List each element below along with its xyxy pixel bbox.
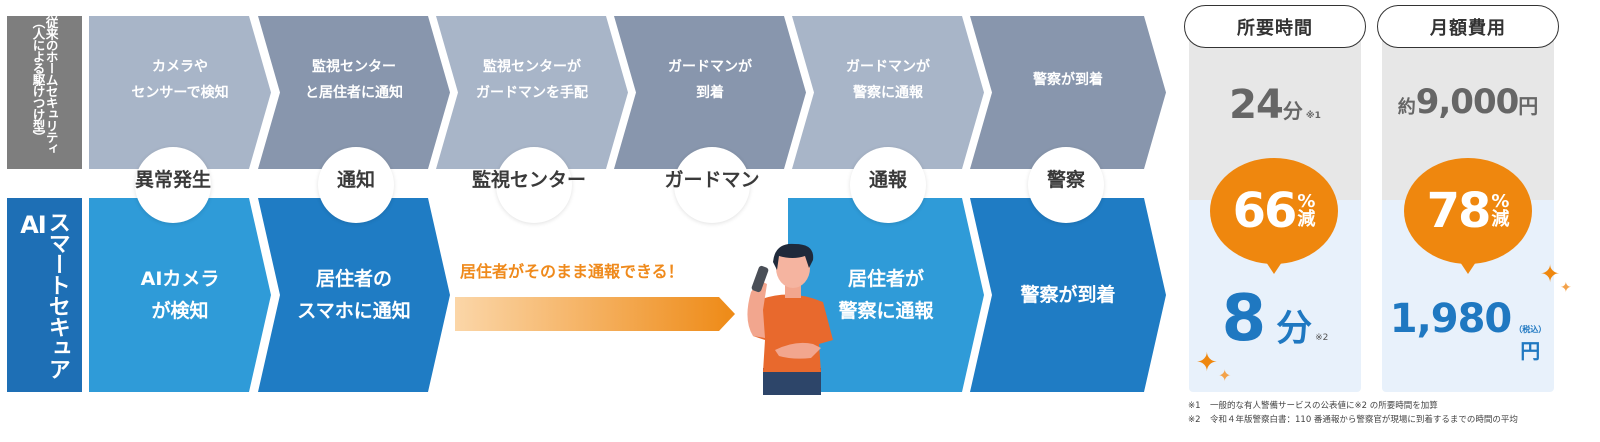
time-reduction-bubble: 66 %減: [1210, 158, 1338, 264]
stage-circle-incident: [135, 147, 211, 223]
time-before: 24 分 ※1: [1229, 82, 1321, 128]
sparkle-icon: ✦: [1196, 348, 1218, 378]
legacy-step-report: ガードマンが警察に通報: [792, 16, 984, 169]
legacy-step-detect: カメラやセンサーで検知: [89, 16, 271, 169]
smart-step-phone-notify: 居住者のスマホに通知: [258, 198, 450, 392]
smart-step-police-arrive: 警察が到着: [970, 198, 1166, 392]
legacy-step-guard-arrive: ガードマンが到着: [614, 16, 806, 169]
stage-circle-report: [850, 147, 926, 223]
direct-report-arrow: [455, 297, 735, 331]
stage-circle-monitoring: [496, 147, 572, 223]
stage-label-incident: 異常発生: [134, 169, 212, 191]
stage-circle-notify: [318, 147, 394, 223]
smart-secure-label-text: スマートセキュア: [44, 211, 70, 379]
person-on-phone-illustration: [747, 243, 833, 395]
smart-secure-ai-label: スマートセキュア AI: [7, 198, 82, 392]
direct-report-caption: 居住者がそのまま通報できる！: [460, 262, 684, 281]
sparkle-icon: ✦: [1560, 280, 1572, 296]
stage-label-report: 通報: [868, 169, 908, 191]
cost-reduction-bubble: 78 %減: [1404, 158, 1532, 264]
smart-step-resident-report: 居住者が警察に通報: [788, 198, 984, 392]
stage-circle-guard: [674, 147, 750, 223]
stage-label-guard: ガードマン: [664, 169, 760, 191]
stage-circle-police: [1028, 147, 1104, 223]
cost-before: 約 9,000 円: [1397, 82, 1539, 122]
cost-after: 1,980 （税込） 円: [1389, 296, 1547, 363]
stage-label-police: 警察: [1046, 169, 1086, 191]
time-card-title: 所要時間: [1184, 5, 1366, 48]
stage-label-notify: 通知: [336, 169, 376, 191]
legacy-security-label: 従来のホームセキュリティ（人による駆けつけ型）: [7, 16, 82, 169]
stage-label-monitoring: 監視センター: [471, 169, 587, 191]
ai-label-text: AI: [20, 211, 46, 239]
cost-card-title: 月額費用: [1377, 5, 1559, 48]
smart-step-ai-detect: AIカメラが検知: [89, 198, 271, 392]
sparkle-icon: ✦: [1218, 366, 1232, 385]
legacy-step-police-arrive: 警察が到着: [970, 16, 1166, 169]
time-after: 8 分 ※2: [1221, 282, 1329, 356]
legacy-step-notify: 監視センターと居住者に通知: [258, 16, 450, 169]
sparkle-icon: ✦: [1540, 260, 1561, 288]
legacy-step-dispatch: 監視センターがガードマンを手配: [436, 16, 628, 169]
legacy-security-label-text: 従来のホームセキュリティ（人による駆けつけ型）: [30, 16, 59, 154]
